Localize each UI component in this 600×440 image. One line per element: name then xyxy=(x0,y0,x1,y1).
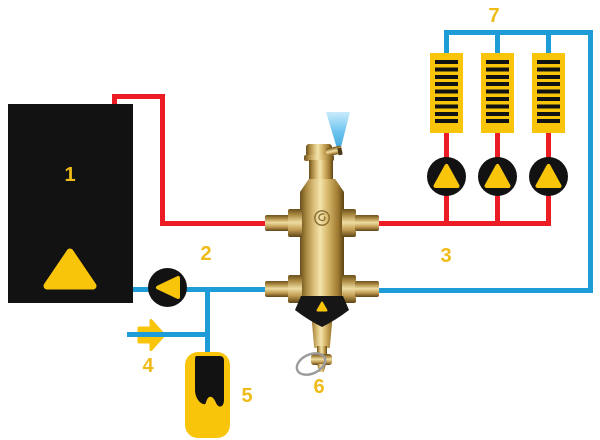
drain-valve-cap xyxy=(311,354,332,365)
label-boiler: 1 xyxy=(64,164,76,186)
separator-port-upper-right-stub xyxy=(355,215,379,231)
radiator-3 xyxy=(532,53,565,133)
radiator-1 xyxy=(430,53,463,133)
air-vent-flange xyxy=(304,155,334,161)
circuit-pump-3 xyxy=(529,157,568,196)
pump-rotor-up-icon xyxy=(484,164,511,188)
dirt-separator-vessel xyxy=(185,352,230,438)
pipe-cold-return-left xyxy=(131,287,267,292)
separator-port-upper-right-nut xyxy=(342,209,356,237)
label-hydraulic-separator: 6 xyxy=(313,376,325,398)
drain-wire-ring xyxy=(292,349,330,379)
pump-rotor-up-icon xyxy=(433,164,460,188)
pump-rotor-up-icon xyxy=(535,164,562,188)
separator-shoulder xyxy=(300,179,344,192)
separator-port-lower-right-stub xyxy=(355,281,379,297)
pipe-hot-supply-header xyxy=(374,221,549,226)
pipe-hot-to-separator xyxy=(160,221,267,226)
separator-port-lower-left-stub xyxy=(265,281,289,297)
pipe-hot-boiler-top xyxy=(112,94,165,99)
separator-logo-icon xyxy=(313,209,331,227)
separator-port-upper-left-nut xyxy=(288,209,302,237)
boiler-flame-icon xyxy=(43,248,97,290)
pipe-hot-supply-down xyxy=(160,94,165,226)
circuit-pump-1 xyxy=(427,157,466,196)
radiator-fins xyxy=(537,60,560,126)
sludge-blob-icon xyxy=(195,356,224,407)
radiator-2 xyxy=(481,53,514,133)
label-boiler-pump: 2 xyxy=(200,243,212,265)
pipe-cold-radiator-stub-1 xyxy=(444,30,449,56)
magnet-collar xyxy=(294,295,350,328)
separator-port-lower-right-nut xyxy=(342,275,356,303)
label-dirt-separator: 5 xyxy=(241,385,253,407)
pipe-cold-return-right xyxy=(374,288,593,293)
boiler xyxy=(8,104,133,303)
hydraulic-separator-body xyxy=(300,190,344,300)
circuit-pump-2 xyxy=(478,157,517,196)
separator-port-upper-left-stub xyxy=(265,215,289,231)
pump-rotor-left-icon xyxy=(156,276,180,299)
pipe-cold-radiator-stub-2 xyxy=(495,30,500,56)
pipe-cold-fill-line xyxy=(127,332,207,337)
pipe-cold-vessel-drop xyxy=(205,289,210,355)
pipe-hot-boiler-riser xyxy=(112,94,117,106)
warning-triangle-icon xyxy=(316,301,328,312)
pipe-cold-radiator-stub-3 xyxy=(546,30,551,56)
air-spray-icon xyxy=(325,111,351,157)
radiator-fins xyxy=(435,60,458,126)
pipe-cold-right-riser xyxy=(588,30,593,293)
separator-port-lower-left-nut xyxy=(288,275,302,303)
label-circuit-pumps: 3 xyxy=(440,245,452,267)
boiler-pump xyxy=(148,268,187,307)
label-fill-valve: 4 xyxy=(142,355,154,377)
pipe-cold-top-header xyxy=(444,30,593,35)
radiator-fins xyxy=(486,60,509,126)
label-radiators: 7 xyxy=(488,5,500,27)
drain-stem xyxy=(317,346,327,355)
separator-neck xyxy=(309,160,333,180)
